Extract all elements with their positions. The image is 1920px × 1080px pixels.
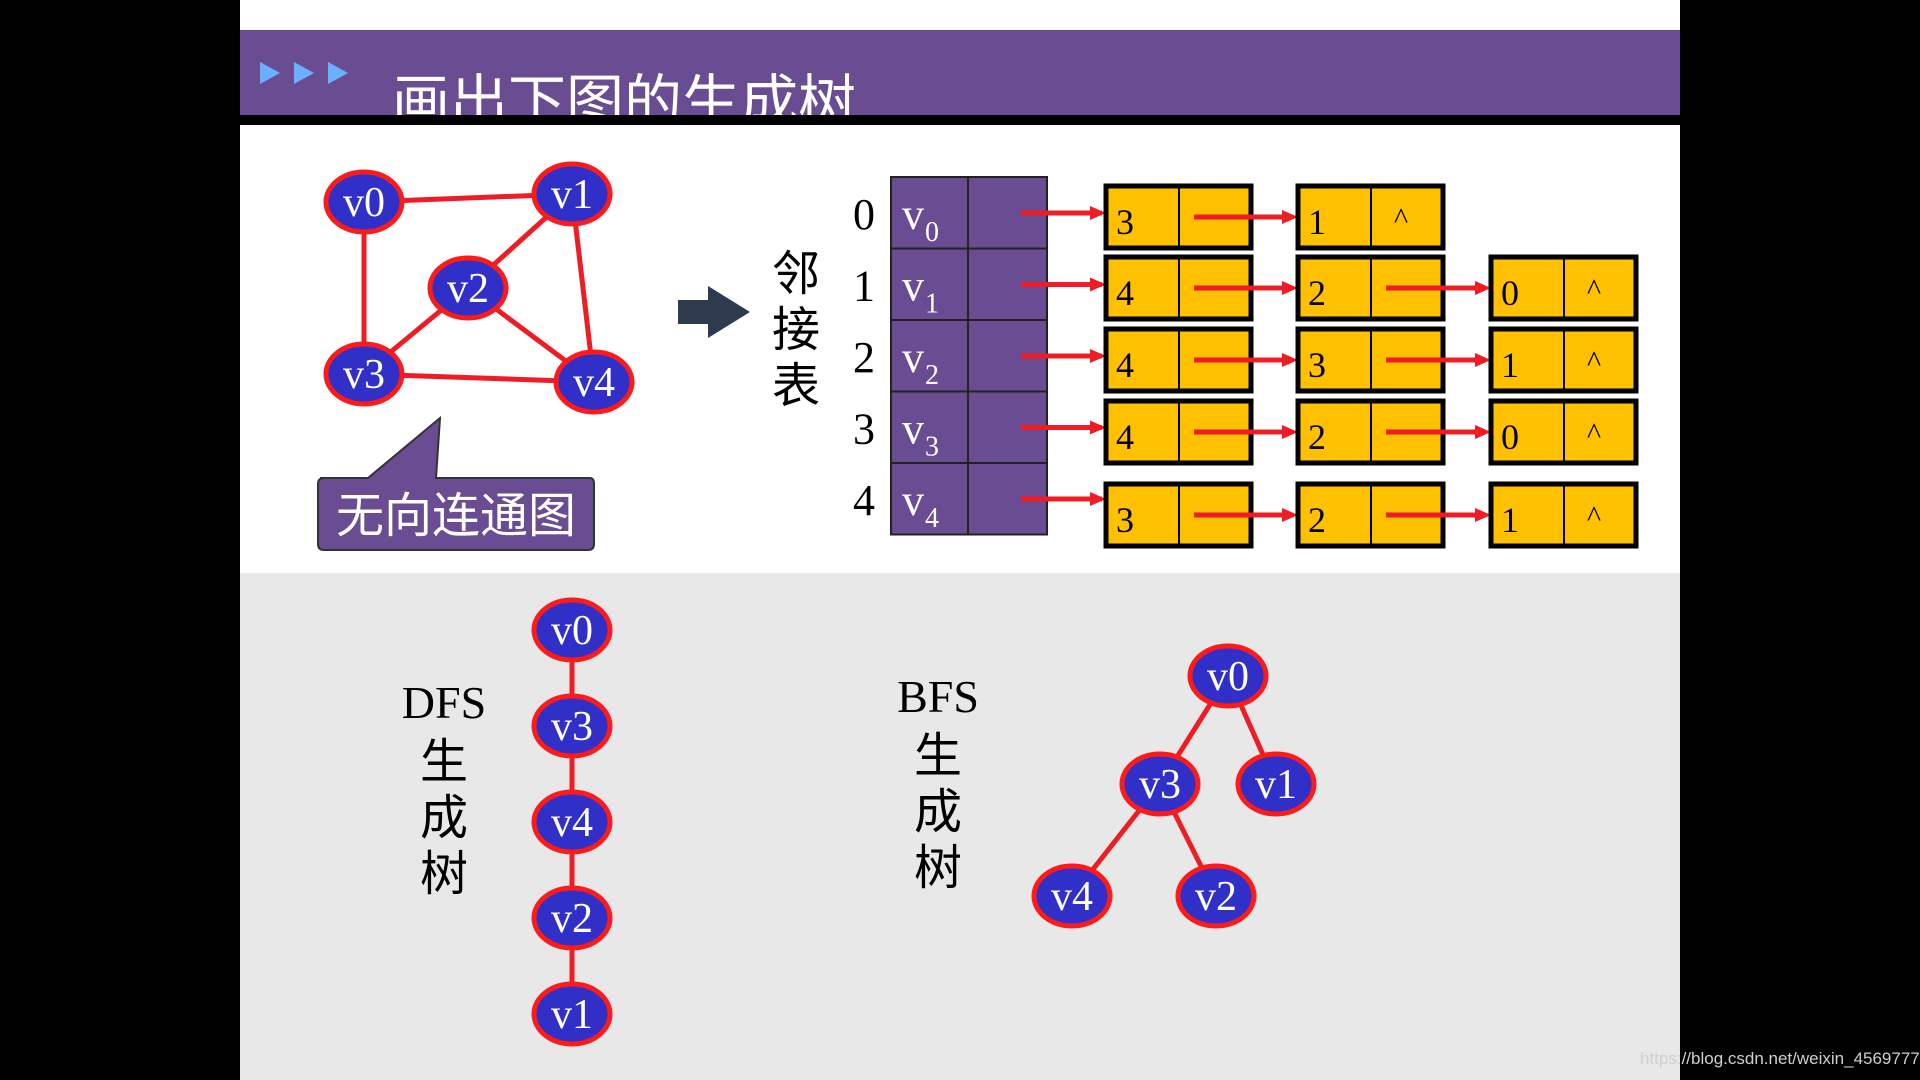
- pointer-arrowhead: [1090, 277, 1106, 292]
- callout-bubble: [317, 415, 595, 551]
- next-pointer-arrowhead: [1475, 425, 1491, 439]
- list-node-value: 1: [1501, 345, 1519, 385]
- list-node-value: 0: [1501, 273, 1519, 313]
- node-label: v0: [551, 608, 593, 654]
- node-v2: [1175, 863, 1257, 929]
- null-pointer: ^: [1394, 202, 1408, 235]
- bfs-label-char: 成: [914, 784, 962, 840]
- next-pointer-arrowhead: [1475, 508, 1491, 522]
- vertex-subscript: 3: [925, 432, 939, 463]
- list-node-value: 2: [1308, 273, 1326, 313]
- node-v1: [531, 981, 613, 1047]
- next-pointer-arrowhead: [1282, 281, 1298, 295]
- pointer-arrowhead: [1090, 349, 1106, 363]
- list-node-value: 4: [1116, 417, 1134, 457]
- pointer-arrowhead: [1090, 420, 1106, 435]
- node-v3: [1119, 751, 1201, 817]
- node-v0: [531, 597, 613, 663]
- node-label: v2: [551, 896, 593, 942]
- node-label: v4: [573, 360, 615, 406]
- null-pointer: ^: [1587, 345, 1601, 378]
- next-pointer-arrowhead: [1282, 210, 1298, 224]
- vertex-label: v: [902, 333, 924, 382]
- vertex-label: v: [902, 190, 924, 239]
- bfs-label-char: 生: [914, 728, 962, 784]
- title-bullet-arrows-icon: [260, 62, 348, 84]
- node-v0: [323, 169, 405, 235]
- title-bar: 画出下图的生成树: [240, 30, 1680, 136]
- list-node-value: 3: [1308, 345, 1326, 385]
- null-pointer: ^: [1587, 417, 1601, 450]
- dfs-label: DFS: [402, 677, 486, 728]
- adjacency-label-char: 接: [772, 302, 820, 358]
- node-v4: [531, 789, 613, 855]
- next-pointer-arrowhead: [1282, 508, 1298, 522]
- node-label: v4: [551, 800, 593, 846]
- callout-label: 无向连通图: [336, 488, 576, 544]
- vertex-label: v: [902, 405, 924, 454]
- node-v4: [1031, 863, 1113, 929]
- bfs-label: BFS: [897, 671, 979, 722]
- list-node-value: 2: [1308, 500, 1326, 540]
- lower-panel: [240, 573, 1680, 1080]
- next-pointer-arrowhead: [1475, 281, 1491, 295]
- node-label: v1: [551, 172, 593, 218]
- right-arrow-icon: [678, 286, 750, 338]
- list-node-value: 3: [1116, 500, 1134, 540]
- node-label: v3: [1139, 762, 1181, 808]
- node-v1: [531, 161, 613, 227]
- node-label: v1: [1255, 762, 1297, 808]
- node-v3: [323, 341, 405, 407]
- node-v4: [553, 349, 635, 415]
- vertex-subscript: 0: [925, 217, 939, 248]
- node-label: v0: [1207, 654, 1249, 700]
- list-node-value: 2: [1308, 417, 1326, 457]
- node-v1: [1235, 751, 1317, 817]
- title-divider: [240, 115, 1680, 125]
- watermark: https://blog.csdn.net/weixin_45697774: [1640, 1049, 1920, 1068]
- list-node-value: 4: [1116, 345, 1134, 385]
- adjacency-label-char: 邻: [772, 246, 820, 302]
- vertex-label: v: [902, 476, 924, 525]
- node-v0: [1187, 643, 1269, 709]
- null-pointer: ^: [1587, 500, 1601, 533]
- vertex-subscript: 2: [925, 360, 939, 391]
- null-pointer: ^: [1587, 273, 1601, 306]
- node-v2: [531, 885, 613, 951]
- list-node-value: 0: [1501, 417, 1519, 457]
- dfs-label-char: 生: [420, 734, 468, 790]
- node-label: v3: [343, 352, 385, 398]
- pointer-arrowhead: [1090, 206, 1106, 220]
- dfs-label-char: 成: [420, 790, 468, 846]
- row-index: 2: [853, 333, 875, 382]
- row-index: 1: [853, 262, 875, 311]
- row-index: 0: [853, 190, 875, 239]
- node-label: v4: [1051, 874, 1093, 920]
- list-node-value: 4: [1116, 273, 1134, 313]
- vertex-subscript: 1: [925, 289, 939, 320]
- node-label: v3: [551, 704, 593, 750]
- adjacency-label-char: 表: [772, 358, 820, 414]
- list-node-value: 1: [1308, 202, 1326, 242]
- node-label: v2: [1195, 874, 1237, 920]
- node-label: v0: [343, 180, 385, 226]
- next-pointer-arrowhead: [1282, 425, 1298, 439]
- list-node-value: 3: [1116, 202, 1134, 242]
- node-label: v1: [551, 992, 593, 1038]
- row-index: 4: [853, 476, 875, 525]
- list-node-value: 1: [1501, 500, 1519, 540]
- vertex-subscript: 4: [925, 503, 939, 534]
- next-pointer-arrowhead: [1475, 353, 1491, 367]
- row-index: 3: [853, 405, 875, 454]
- dfs-label-char: 树: [420, 846, 468, 902]
- pointer-arrowhead: [1090, 492, 1106, 506]
- vertex-label: v: [902, 262, 924, 311]
- node-label: v2: [447, 266, 489, 312]
- next-pointer-arrowhead: [1282, 353, 1298, 367]
- node-v3: [531, 693, 613, 759]
- bfs-label-char: 树: [914, 840, 962, 896]
- node-v2: [427, 255, 509, 321]
